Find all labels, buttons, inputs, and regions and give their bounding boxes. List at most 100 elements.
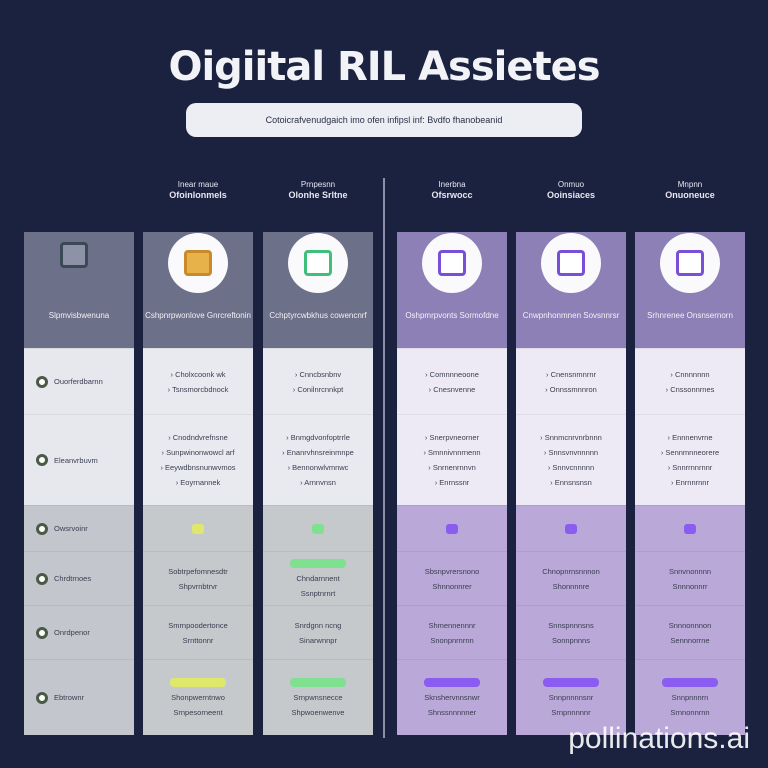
window-icon bbox=[676, 250, 704, 276]
cell-text: › Onnssmnnron bbox=[545, 384, 597, 394]
asset-column: Oshpmrpvonts Sormofdne› Comnnneoone› Cne… bbox=[397, 232, 507, 736]
cell-text: Shnnonnrer bbox=[432, 581, 472, 591]
table-cell: › Comnnneoone› Cnesnvenne bbox=[397, 348, 507, 414]
table-cell bbox=[635, 505, 745, 551]
column-header-text: Cshpnrpwonlove Gnrcreftonin bbox=[145, 311, 251, 320]
column-header-text: Cnwpnhonmnen Sovsnnrsr bbox=[522, 311, 620, 320]
cell-text: Snnnonnnon bbox=[668, 620, 712, 630]
table-cell: Onrdpenor bbox=[24, 605, 134, 659]
asset-icon-badge bbox=[288, 233, 348, 293]
table-cell: Ebtrownr bbox=[24, 659, 134, 735]
row-label: Ebtrownr bbox=[54, 693, 85, 702]
cell-text: › Bennonwlvmnwc bbox=[287, 463, 349, 472]
cell-text: › Snrnenrnnvn bbox=[428, 463, 476, 472]
column-header: Cnwpnhonmnen Sovsnnrsr bbox=[516, 232, 626, 348]
column-kicker: Mnpnn bbox=[677, 180, 703, 189]
table-cell: Owsrvoinr bbox=[24, 505, 134, 551]
cell-text: › Cholxcoonk wk bbox=[170, 369, 226, 379]
highlight-bar bbox=[662, 678, 718, 687]
cell-text: Sennnorrne bbox=[670, 635, 710, 645]
watermark: pollinations.ai bbox=[568, 722, 750, 755]
column-kicker: Inear maue bbox=[177, 180, 219, 189]
cell-text: Shpwoenwenve bbox=[291, 708, 345, 717]
column-header: Oshpmrpvonts Sormofdne bbox=[397, 232, 507, 348]
cell-text: Chndarnnent bbox=[296, 574, 340, 583]
cell-text: › Snnrrnnrnnr bbox=[667, 463, 713, 472]
table-cell: › Cnodndvrefnsne› Sunpwinonwowcl arf› Ee… bbox=[143, 414, 253, 505]
cell-text: › Ennsnsnsn bbox=[550, 478, 592, 487]
table-cell bbox=[397, 505, 507, 551]
row-label: Eleanvrbuvm bbox=[54, 455, 98, 465]
table-cell bbox=[143, 505, 253, 551]
cell-text: › Snnsvnvnnnnn bbox=[543, 448, 599, 457]
asset-icon-badge bbox=[422, 233, 482, 293]
cell-text: Shnssnnnnner bbox=[427, 708, 477, 717]
table-cell: Eleanvrbuvm bbox=[24, 414, 134, 505]
asset-icon-badge bbox=[660, 233, 720, 293]
indicator-icon bbox=[565, 523, 577, 534]
cell-text: › Cnnnnnnn bbox=[670, 369, 710, 379]
cell-text: › Snnvcnnnnn bbox=[547, 463, 595, 472]
status-dot-icon bbox=[36, 572, 48, 585]
cell-text: Srnpesorneent bbox=[173, 708, 223, 717]
page-title: Oigiital RIL Assietes bbox=[168, 44, 600, 90]
cell-text: Shonpwerntnwo bbox=[171, 693, 225, 702]
cell-text: › Eoyrnannek bbox=[175, 478, 221, 487]
column-header-text: Slpmvisbwenuna bbox=[48, 311, 110, 320]
image-icon bbox=[304, 250, 332, 276]
table-cell: Chrdtrnoes bbox=[24, 551, 134, 605]
table-cell: › Snerpvneorner› Smnnivnnrnenn› Snrnenrn… bbox=[397, 414, 507, 505]
cell-text: › Cnesnvenne bbox=[428, 384, 476, 394]
status-dot-icon bbox=[36, 626, 48, 639]
table-cell: › Bnmgdvonfoptrrle› Enanrvhnsreinmnpe› B… bbox=[263, 414, 373, 505]
cell-text: › Enrnssnr bbox=[434, 478, 470, 487]
indicator-icon bbox=[446, 523, 458, 534]
column-title: Ofsrwocc bbox=[431, 190, 473, 200]
cell-text: Snrdgnn ncng bbox=[294, 620, 342, 630]
indicator-icon bbox=[684, 523, 696, 534]
cell-text: › Arnnvnsn bbox=[300, 478, 336, 487]
table-cell: › Cnensnmnrnr › Onnssmnnron bbox=[516, 348, 626, 414]
table-cell: › Cnncbsnbnv› Conilnrcnnkpt bbox=[263, 348, 373, 414]
status-dot-icon bbox=[36, 454, 48, 466]
column-kicker: Prnpesnn bbox=[300, 180, 336, 189]
cell-text: › Cnensnmnrnr bbox=[545, 369, 597, 379]
asset-column: Srhnrenee Onsnsernorn› Cnnnnnnn› Cnssonn… bbox=[635, 232, 745, 736]
column-title: Onuoneuce bbox=[665, 190, 715, 200]
table-icon bbox=[557, 250, 585, 276]
subtitle-banner: Cotoicrafvenudgaich imo ofen infipsl inf… bbox=[186, 103, 582, 137]
cell-text: Sonnpnnns bbox=[552, 635, 590, 645]
highlight-bar bbox=[290, 559, 346, 568]
column-title: Olonhe Srltne bbox=[288, 190, 348, 200]
table-cell: › Cholxcoonk wk› Tsnsmorcbdnock bbox=[143, 348, 253, 414]
column-title: Ooinsiaces bbox=[546, 190, 596, 200]
table-icon bbox=[438, 250, 466, 276]
cell-text: Snnpnnnrn bbox=[671, 693, 709, 702]
cell-text: › Sennmnneorere bbox=[660, 448, 720, 457]
indicator-icon bbox=[312, 523, 324, 534]
grid-icon bbox=[60, 242, 88, 268]
cell-text: › Enanrvhnsreinmnpe bbox=[282, 448, 354, 457]
column-header-text: Srhnrenee Onsnsernorn bbox=[647, 311, 733, 320]
status-dot-icon bbox=[36, 375, 48, 388]
cell-text: › Smnnivnnrnenn bbox=[423, 448, 481, 457]
cell-text: Srnpwnsnecce bbox=[293, 693, 343, 702]
cell-text: Shmennennnr bbox=[428, 620, 476, 630]
cell-text: › Cnncbsnbnv bbox=[294, 369, 342, 379]
asset-column: Cnwpnhonmnen Sovsnnrsr › Cnensnmnrnr › Onn… bbox=[516, 232, 626, 736]
asset-icon-badge bbox=[168, 233, 228, 293]
column-kicker: Onmuo bbox=[557, 180, 585, 189]
table-cell: › Snnmcnrvnrbnnn› Snnsvnvnnnnn› Snnvcnnn… bbox=[516, 414, 626, 505]
